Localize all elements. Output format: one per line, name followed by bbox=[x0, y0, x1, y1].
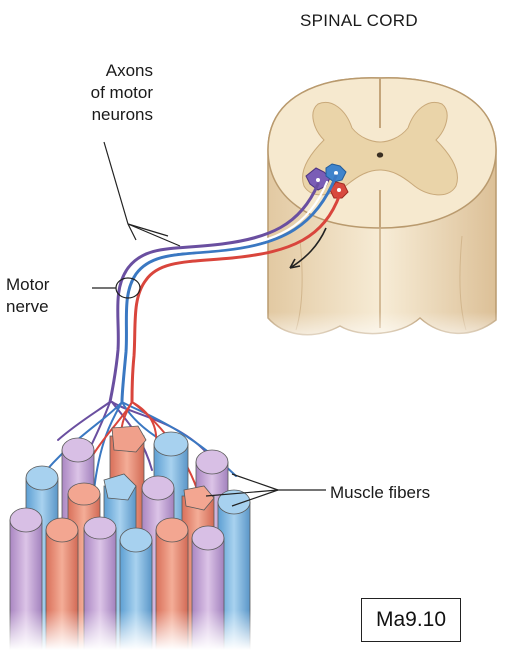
leader-lines bbox=[92, 141, 326, 507]
spinal-cord bbox=[262, 77, 502, 352]
central-canal bbox=[376, 152, 384, 158]
axon-blue bbox=[120, 174, 338, 404]
figure-code-box: Ma9.10 bbox=[361, 598, 461, 642]
muscle-fibers-label: Muscle fibers bbox=[330, 483, 431, 502]
nerve-cross-section-ring bbox=[115, 277, 141, 299]
signal-direction-arrow bbox=[289, 227, 327, 269]
axon-red bbox=[130, 192, 342, 404]
motor-neuron-cell-bodies bbox=[305, 163, 349, 199]
spinal-cord-label: SPINAL CORD bbox=[300, 11, 418, 30]
axons-label: Axons of motor neurons bbox=[90, 61, 153, 124]
muscle-fiber-bundle bbox=[0, 425, 270, 650]
motor-nerve-axons bbox=[39, 174, 342, 499]
axon-white bbox=[120, 180, 329, 353]
motor-nerve-label: Motor nerve bbox=[6, 275, 50, 316]
figure-code: Ma9.10 bbox=[375, 608, 447, 631]
axons-leader bbox=[103, 141, 129, 225]
axon-purple bbox=[108, 182, 320, 404]
